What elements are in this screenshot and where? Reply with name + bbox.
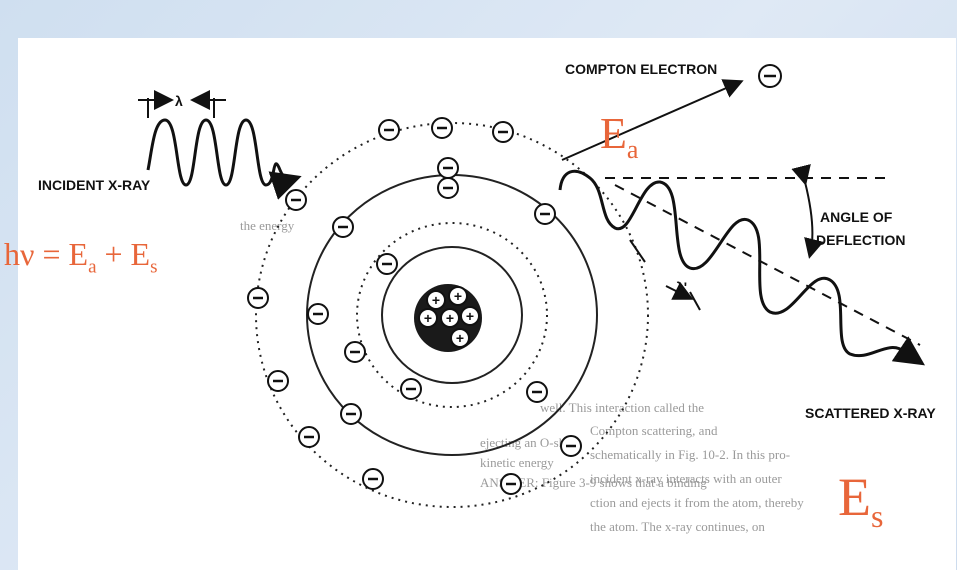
angle-label-line2: DEFLECTION (816, 232, 905, 248)
incident-wave (146, 118, 302, 200)
ghost-text-2: schematically in Fig. 10-2. In this pro- (590, 447, 791, 462)
diagram-panel (18, 38, 956, 570)
electron (298, 426, 320, 448)
electron (340, 403, 362, 425)
electron (362, 468, 384, 490)
electron (285, 189, 307, 211)
electron (307, 303, 329, 325)
ghost-text-6: well. This interaction called the (540, 400, 705, 415)
deflection-angle-arc (791, 164, 824, 259)
compton-electron (758, 64, 782, 88)
scattered-wavelength-marker: λ' (629, 239, 701, 311)
scattered-wave (558, 169, 925, 366)
electron (247, 287, 269, 309)
svg-text:+: + (424, 310, 432, 326)
scattered-direction-line (614, 184, 921, 346)
svg-text:+: + (456, 330, 464, 346)
nucleus: + + + + + + (414, 284, 482, 352)
ghost-text-4: ction and ejects it from the atom, there… (590, 495, 804, 510)
ghost-text-5: the atom. The x-ray continues, on (590, 519, 765, 534)
svg-text:λ': λ' (676, 279, 687, 295)
svg-text:+: + (454, 288, 462, 304)
svg-text:+: + (432, 292, 440, 308)
svg-text:+: + (466, 308, 474, 324)
scattered-xray-label: SCATTERED X-RAY (805, 405, 936, 421)
energy-equation: hν = Ea + Es (4, 236, 158, 278)
ghost-text-1: Compton scattering, and (590, 423, 718, 438)
eq-lhs: hν (4, 236, 35, 272)
electron (560, 435, 582, 457)
electron (376, 253, 398, 275)
compton-electron-path (561, 79, 744, 161)
electron (437, 177, 459, 199)
wavelength-marker (138, 90, 226, 118)
electron (332, 216, 354, 238)
ghost-text-7: ANSWER: Figure 3-9 shows that a binding (480, 475, 707, 490)
electron (526, 381, 548, 403)
ghost-text-3: incident x-ray interacts with an outer (590, 471, 782, 486)
ea-annotation: Ea (600, 109, 639, 164)
incident-xray-label: INCIDENT X-RAY (38, 177, 151, 193)
electron (344, 341, 366, 363)
electron (534, 203, 556, 225)
es-annotation: Es (838, 467, 884, 534)
ghost-text-8: kinetic energy (480, 455, 554, 470)
ghost-text-10: the energy (240, 218, 295, 233)
electron (500, 473, 522, 495)
electron (431, 117, 453, 139)
angle-label-line1: ANGLE OF (820, 209, 893, 225)
svg-text:+: + (446, 310, 454, 326)
electron (400, 378, 422, 400)
electron (378, 119, 400, 141)
electrons (247, 117, 582, 495)
compton-electron-label: COMPTON ELECTRON (565, 61, 717, 77)
lambda-label: λ (175, 93, 183, 109)
electron (437, 157, 459, 179)
electron (492, 121, 514, 143)
electron (267, 370, 289, 392)
